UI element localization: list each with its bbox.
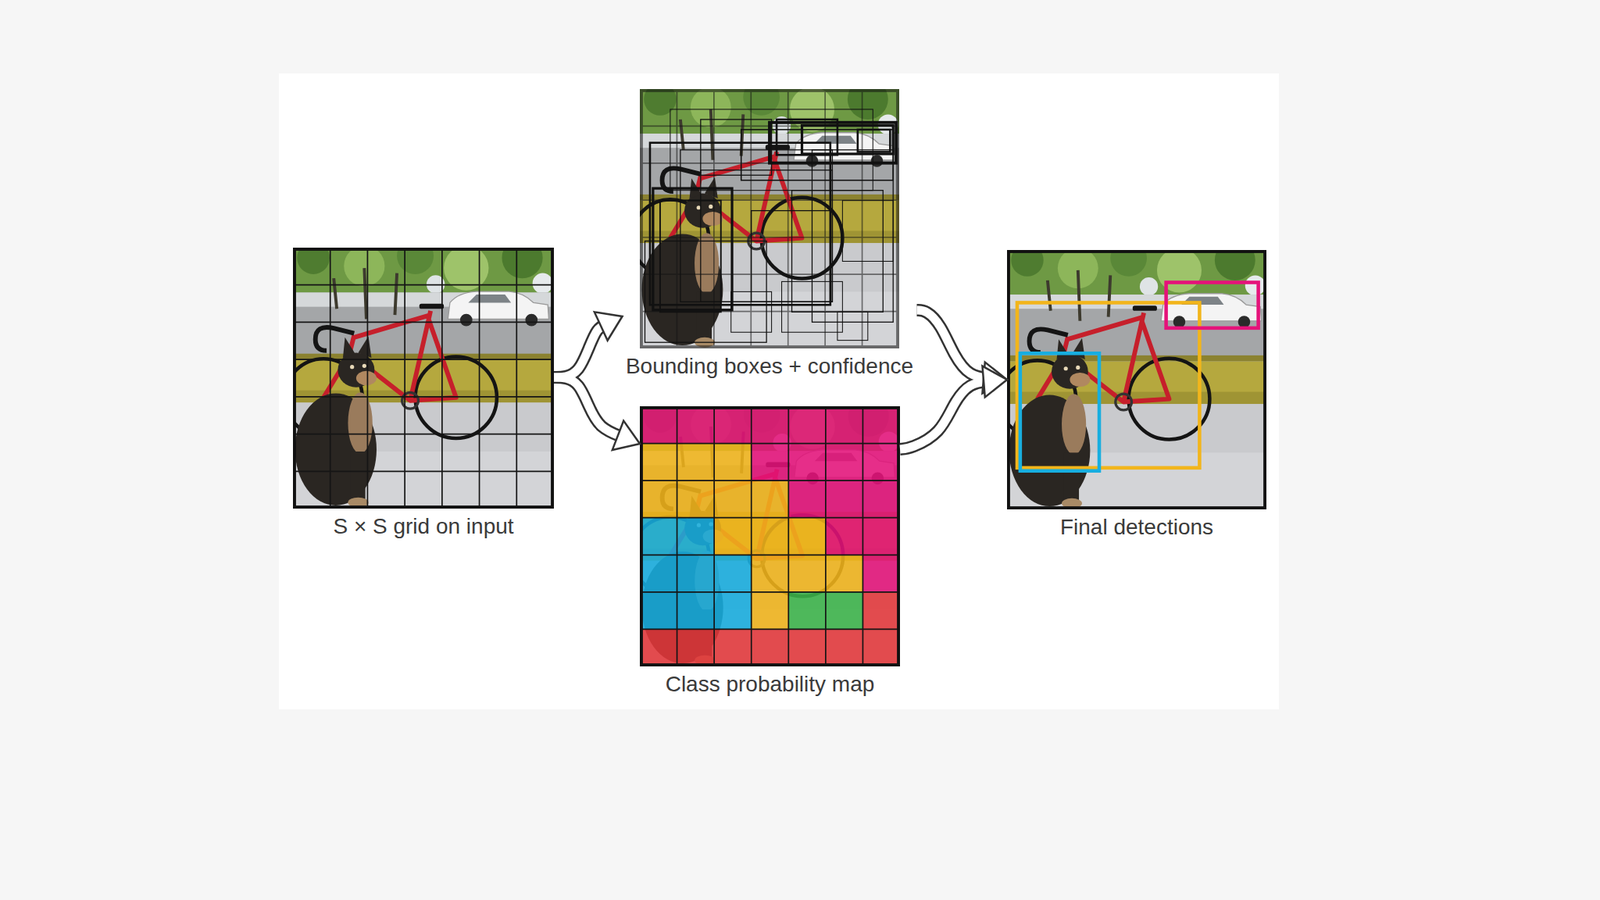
ghost-photo (632, 396, 900, 667)
dog-box (1020, 353, 1100, 471)
grid-lines (639, 89, 900, 349)
panel-caption: Bounding boxes + confidence (622, 353, 918, 380)
panel-caption: Class probability map (639, 671, 900, 698)
arrow-bodies (553, 310, 990, 450)
photo (285, 237, 554, 509)
bounding-box-image (632, 78, 900, 349)
image-panel: Class probability map (639, 406, 900, 698)
image-panel: Bounding boxes + confidence (622, 89, 918, 380)
arrow-head (594, 311, 623, 340)
panel-caption: Final detections (1007, 514, 1267, 541)
arrow-outline (900, 381, 990, 450)
image-panel: Final detections (1007, 250, 1267, 541)
car-box (1166, 282, 1259, 329)
photo (632, 78, 900, 349)
arrow-outline (553, 323, 608, 378)
arrow-body (900, 381, 990, 450)
arrow-outline (553, 377, 624, 438)
photo (999, 239, 1267, 510)
image-frame (1008, 251, 1265, 508)
arrow-heads (594, 311, 1008, 450)
grid-lines (639, 406, 900, 667)
image-panel: S × S grid on input (292, 247, 554, 540)
arrow-body (917, 310, 991, 379)
arrow-body (553, 323, 608, 378)
final-detection-image (999, 239, 1267, 510)
arrow-head (982, 366, 1008, 398)
panel-ground (278, 73, 1279, 710)
arrow-head (612, 421, 640, 450)
panel-caption: S × S grid on input (292, 513, 554, 540)
grid-input-image (285, 237, 554, 509)
arrow-outlines (553, 310, 990, 450)
arrow-outline (917, 310, 991, 379)
arrow-body (553, 377, 624, 438)
grid-lines (292, 247, 554, 509)
candidate-boxes (644, 109, 897, 343)
class-probability-image (632, 396, 900, 667)
